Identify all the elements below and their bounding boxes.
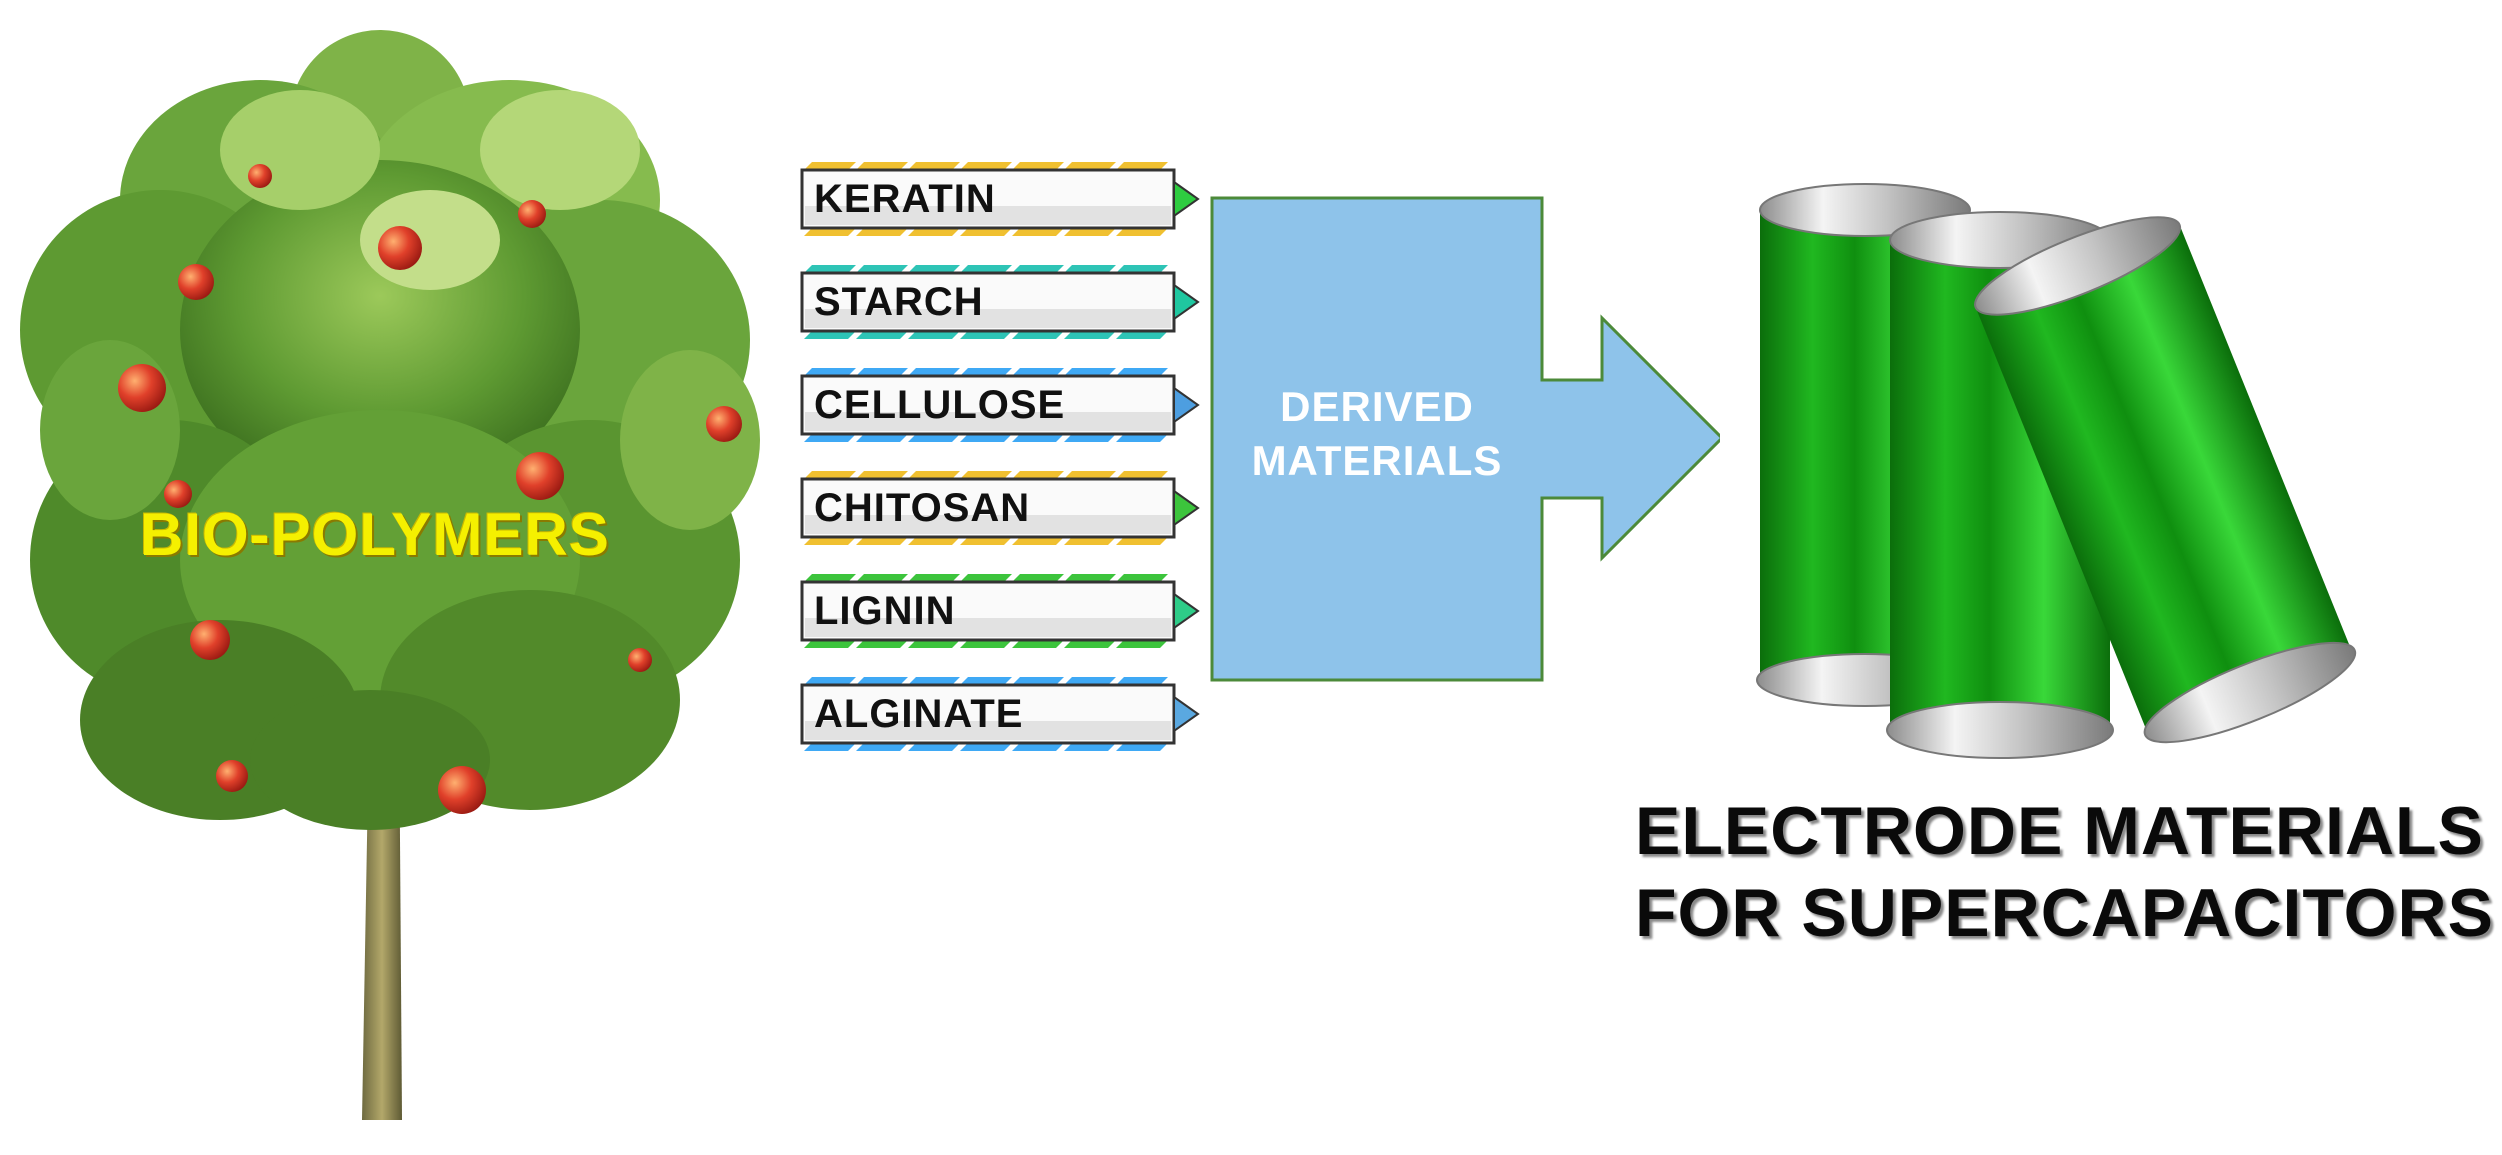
tag-arrow-tip <box>1173 283 1200 321</box>
polymer-tag-starch: STARCH <box>800 263 1200 341</box>
supercapacitor-illustration <box>1756 183 2357 759</box>
polymer-tag-cellulose: CELLULOSE <box>800 366 1200 444</box>
tag-arrow-tip <box>1173 386 1200 424</box>
electrode-caption: ELECTRODE MATERIALS FOR SUPERCAPACITORS <box>1635 790 2494 954</box>
polymer-tag-shape <box>800 265 1200 339</box>
tag-arrow-tip <box>1173 695 1200 733</box>
polymer-tag-shape <box>800 368 1200 442</box>
polymer-tag-shape <box>800 677 1200 751</box>
polymer-tag-shape <box>800 162 1200 236</box>
polymer-name: CHITOSAN <box>814 486 1031 530</box>
tag-arrow-tip <box>1173 489 1200 527</box>
polymer-tag-keratin: KERATIN <box>800 160 1200 238</box>
polymer-name: ALGINATE <box>814 692 1024 736</box>
tag-arrow-tip <box>1173 180 1200 218</box>
caption-line-1: ELECTRODE MATERIALS <box>1635 793 2484 869</box>
tree-foliage <box>20 30 760 830</box>
tree-illustration <box>20 30 760 1120</box>
polymer-tag-lignin: LIGNIN <box>800 572 1200 650</box>
polymer-name: CELLULOSE <box>814 383 1066 427</box>
polymer-name: LIGNIN <box>814 589 956 633</box>
polymer-tag-shape <box>800 471 1200 545</box>
polymer-tag-shape <box>800 574 1200 648</box>
derived-materials-arrow <box>1210 196 1720 682</box>
derived-line-2: MATERIALS <box>1251 437 1503 484</box>
bio-polymers-label: BIO-POLYMERS <box>140 501 610 568</box>
derived-line-1: DERIVED <box>1280 383 1474 430</box>
polymer-name: KERATIN <box>814 177 996 221</box>
capacitor-3 <box>1974 216 2357 744</box>
tag-arrow-tip <box>1173 592 1200 630</box>
polymer-tag-alginate: ALGINATE <box>800 675 1200 753</box>
apples <box>118 164 742 814</box>
polymer-tag-chitosan: CHITOSAN <box>800 469 1200 547</box>
derived-materials-label: DERIVED MATERIALS <box>1212 380 1542 488</box>
caption-line-2: FOR SUPERCAPACITORS <box>1635 875 2495 951</box>
polymer-name: STARCH <box>814 280 984 324</box>
